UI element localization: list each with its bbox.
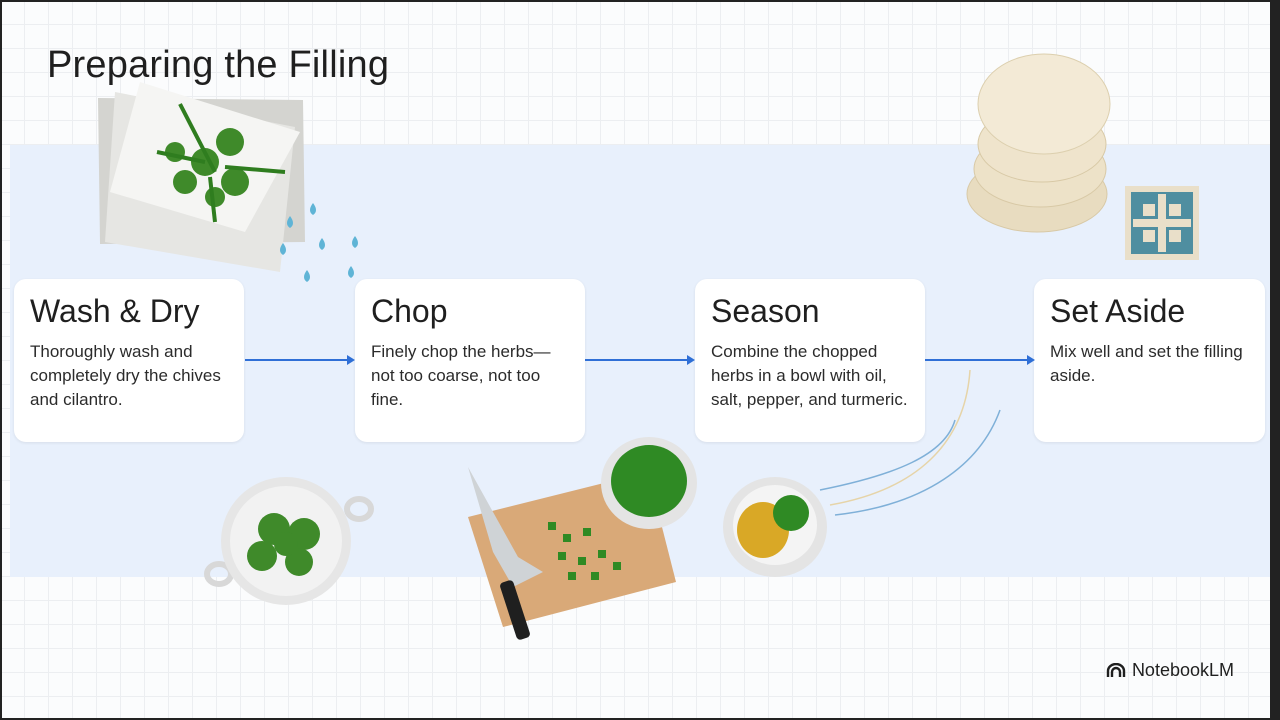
step-text: Finely chop the herbs—not too coarse, no… xyxy=(371,342,551,409)
water-drops-icon xyxy=(280,203,358,282)
step-text: Combine the chopped herbs in a bowl with… xyxy=(711,342,908,409)
mixing-lines-icon xyxy=(819,369,1001,516)
step-card-set-aside: Set Aside Mix well and set the filling a… xyxy=(1034,279,1265,442)
step-text: Mix well and set the filling aside. xyxy=(1050,342,1243,385)
arrow-connector xyxy=(585,355,695,365)
paper-towel-herbs-icon xyxy=(98,82,305,272)
brand-label: NotebookLM xyxy=(1131,660,1234,680)
step-heading: Set Aside xyxy=(1050,293,1186,329)
brand-logo: NotebookLM xyxy=(1106,660,1234,681)
arrow-connector xyxy=(925,355,1035,365)
step-card-season: Season Combine the chopped herbs in a bo… xyxy=(695,279,925,442)
seasoning-bowl-icon xyxy=(723,477,827,577)
step-card-wash-dry: Wash & Dry Thoroughly wash and completel… xyxy=(14,279,244,442)
page-title: Preparing the Filling xyxy=(47,44,390,86)
tile-icon xyxy=(1125,186,1199,260)
colander-icon xyxy=(204,477,374,605)
step-text: Thoroughly wash and completely dry the c… xyxy=(30,342,221,409)
dumpling-wrappers-icon xyxy=(966,53,1111,233)
herb-bowl-icon xyxy=(601,437,697,529)
step-heading: Wash & Dry xyxy=(30,293,200,329)
step-heading: Season xyxy=(711,293,820,329)
notebooklm-logo-icon xyxy=(1106,662,1126,677)
arrow-connector xyxy=(245,355,355,365)
step-card-chop: Chop Finely chop the herbs—not too coars… xyxy=(355,279,585,442)
step-heading: Chop xyxy=(371,293,448,329)
